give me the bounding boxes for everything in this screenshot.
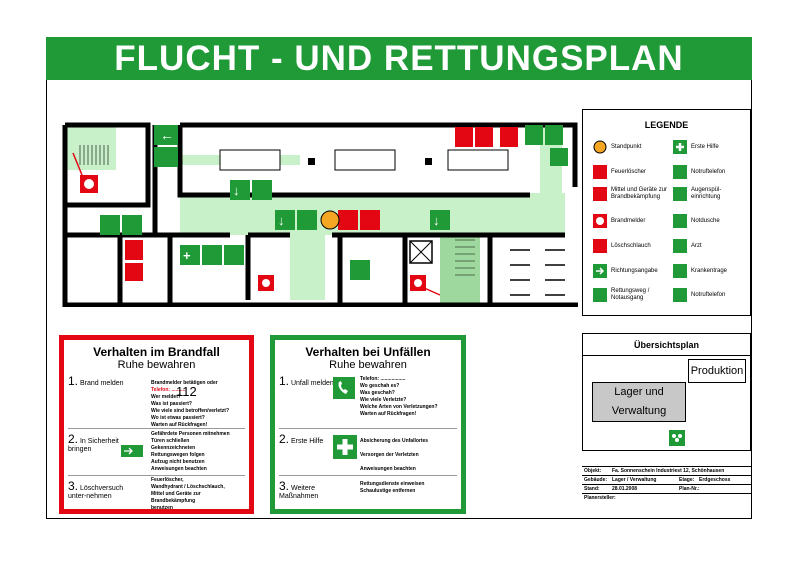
- walls: [62, 122, 578, 307]
- legend-item: Augenspül-einrichtung: [673, 187, 749, 201]
- title-block: Objekt:Fa. Sonnenschein Industriest 12, …: [582, 466, 751, 519]
- accident-step-3: 3. Weitere Maßnahmen: [279, 479, 319, 500]
- legend-item: Rettungsweg / Notausgang: [593, 288, 669, 302]
- fire-step-1: 1. Brand melden: [68, 374, 124, 388]
- legend-item: Arzt: [673, 239, 702, 253]
- legend-title: LEGENDE: [644, 120, 689, 130]
- legend-item: Löschschlauch: [593, 239, 651, 253]
- stair-area: [66, 125, 116, 170]
- fire-alarm-icon: [593, 214, 607, 228]
- fire-step-3-text: Feuerlöscher,Wandhydrant / Löschschlauch…: [151, 477, 225, 511]
- legend-item: Erste Hilfe: [673, 140, 719, 154]
- overview-title: Übersichtsplan: [633, 340, 700, 350]
- svg-text:↓: ↓: [433, 213, 440, 228]
- legend-item: Notruftelefon: [673, 288, 725, 302]
- legend-item: Richtungsangabe: [593, 264, 658, 278]
- floor-plan: ← ↓ ↓ ↓ +: [62, 122, 578, 307]
- first-aid-icon: [673, 140, 687, 154]
- assembly-point-icon: [669, 430, 685, 446]
- emergency-phone-icon: [333, 377, 355, 399]
- svg-text:←: ←: [160, 127, 174, 143]
- emergency-phone-icon: [673, 288, 687, 302]
- stretcher-icon: [673, 264, 687, 278]
- fire-step-3: 3. Löschversuch unter-nehmen: [68, 479, 124, 500]
- svg-text:↓: ↓: [278, 213, 285, 228]
- emergency-phone-icon: [673, 165, 687, 179]
- stairwell: [440, 235, 480, 303]
- emergency-exit-icon: [593, 288, 607, 302]
- page-title: FLUCHT - UND RETTUNGSPLAN: [46, 37, 752, 80]
- overview-produktion: Produktion: [688, 359, 746, 383]
- fire-instructions-box: Verhalten im Brandfall Ruhe bewahren 1. …: [59, 335, 254, 514]
- first-aid-icon: [333, 435, 357, 459]
- exit-sign-icon: [121, 445, 143, 457]
- accident-step-2: 2. Erste Hilfe: [279, 432, 324, 446]
- extinguisher-icon: [593, 165, 607, 179]
- direction-arrow-icon: [593, 264, 607, 278]
- legend: LEGENDE Standpunkt Feuerlöscher Mittel u…: [582, 109, 751, 316]
- svg-text:+: +: [183, 248, 191, 263]
- eyewash-icon: [673, 187, 687, 201]
- shelves: [219, 149, 509, 171]
- standpoint-icon: [593, 140, 607, 154]
- svg-text:↓: ↓: [233, 183, 240, 198]
- emergency-shower-icon: [673, 214, 687, 228]
- legend-item: Mittel und Geräte zur Brandbekämpfung: [593, 187, 669, 201]
- fire-signs: [80, 127, 518, 291]
- doctor-icon: [673, 239, 687, 253]
- fire-phone-number: 112: [176, 384, 197, 399]
- standpoint-marker: [320, 210, 340, 230]
- accident-instructions-box: Verhalten bei Unfällen Ruhe bewahren 1. …: [270, 335, 466, 514]
- legend-item: Standpunkt: [593, 140, 641, 154]
- fire-equipment-icon: [593, 187, 607, 201]
- legend-item: Krankentrage: [673, 264, 727, 278]
- accident-step-1: 1. Unfall melden: [279, 374, 334, 388]
- stairs: [79, 145, 475, 276]
- legend-item: Feuerlöscher: [593, 165, 646, 179]
- accident-box-subtitle: Ruhe bewahren: [329, 359, 407, 371]
- fire-step-2: 2. In Sicherheit bringen: [68, 432, 119, 453]
- accident-box-title: Verhalten bei Unfällen: [305, 345, 431, 359]
- accident-step-1-text: Telefon: ..................Wo geschah es…: [360, 376, 438, 417]
- legend-item: Notdusche: [673, 214, 720, 228]
- elevator: [409, 240, 433, 264]
- hose-icon: [593, 239, 607, 253]
- escape-signs: ← ↓ ↓ ↓ +: [100, 125, 568, 280]
- legend-item: Notruftelefon: [673, 165, 725, 179]
- legend-item: Brandmelder: [593, 214, 645, 228]
- fire-box-title: Verhalten im Brandfall: [93, 345, 220, 359]
- fire-box-subtitle: Ruhe bewahren: [117, 359, 196, 371]
